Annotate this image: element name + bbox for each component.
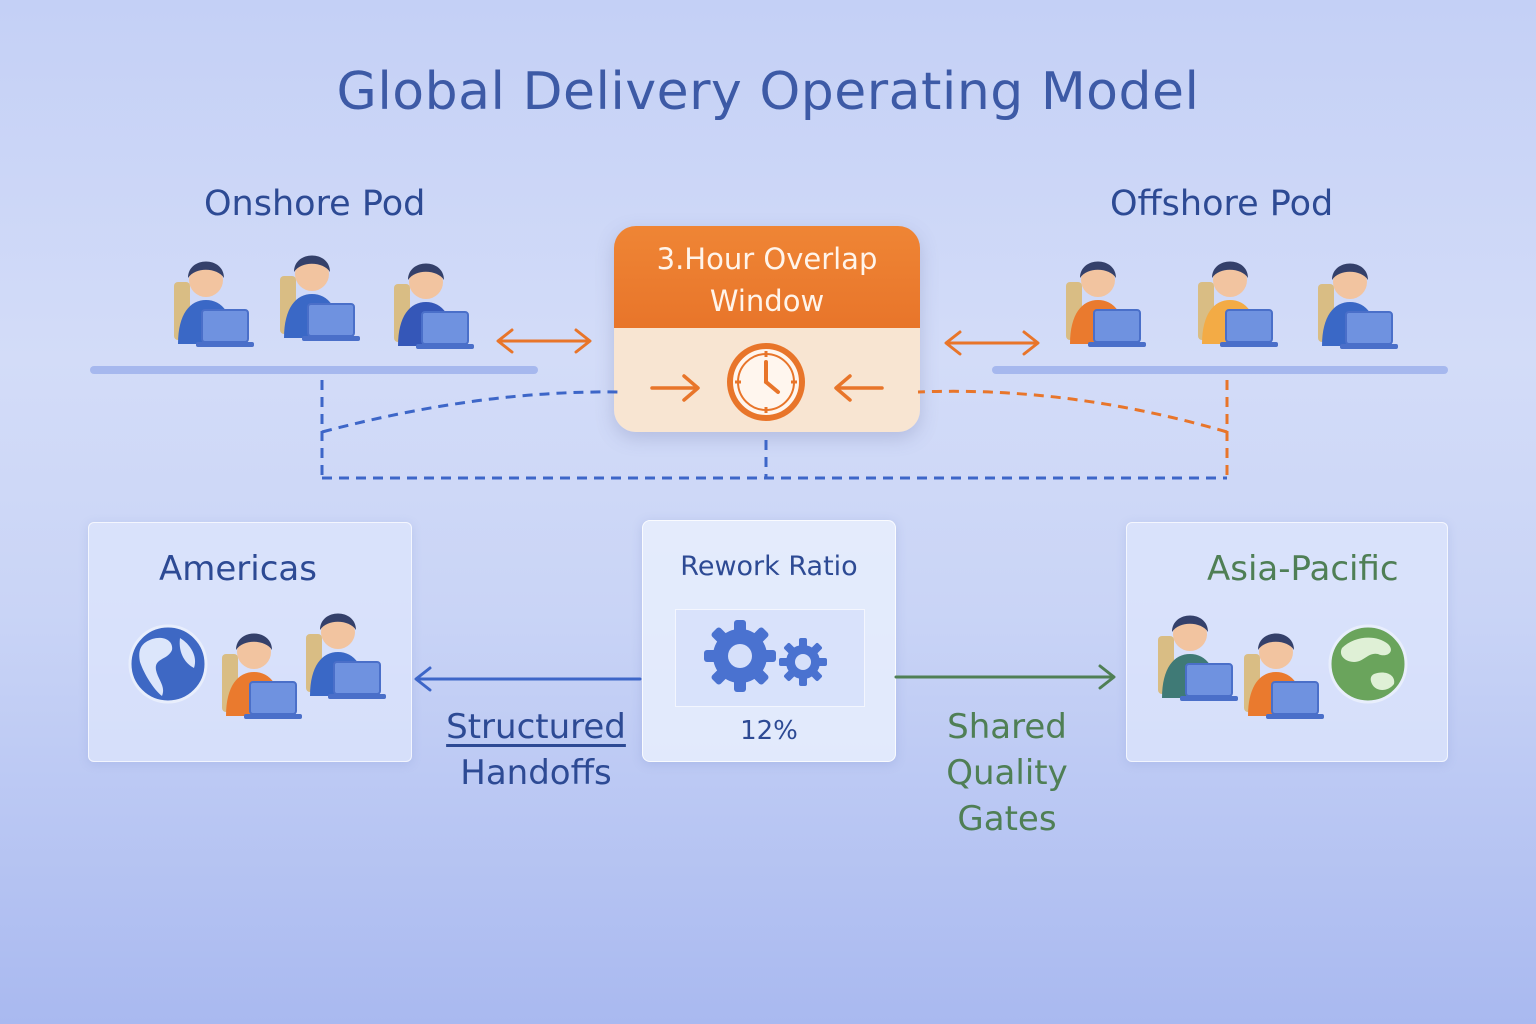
rework-ratio-card: Rework Ratio 12%: [642, 520, 896, 762]
offshore-connector: [917, 380, 1229, 478]
americas-person-1: [221, 632, 303, 720]
clock-icon: [727, 343, 805, 421]
onshore-pod-label: Onshore Pod: [204, 184, 426, 224]
rework-ratio-value: 12%: [740, 716, 798, 746]
clock-arrow-right: [834, 374, 884, 402]
rework-ratio-label: Rework Ratio: [680, 551, 858, 582]
structured-handoffs-line1: Structured: [446, 707, 626, 747]
gears-icon: [704, 620, 827, 692]
americas-person-2: [305, 612, 387, 700]
overlap-window-line2: Window: [709, 284, 825, 318]
shared-quality-gates-label: Shared Quality Gates: [912, 704, 1102, 842]
shared-quality-gates-line3: Gates: [957, 799, 1057, 839]
diagram-title: Global Delivery Operating Model: [336, 62, 1200, 122]
asia-pacific-globe-icon: [1328, 624, 1408, 704]
structured-handoffs-arrow: [414, 666, 642, 692]
apac-person-1: [1157, 614, 1239, 702]
onshore-person-1: [173, 260, 255, 348]
offshore-person-1: [1065, 260, 1147, 348]
americas-globe-icon: [128, 624, 208, 704]
onshore-person-2: [279, 254, 361, 342]
offshore-pod-label: Offshore Pod: [1110, 184, 1334, 224]
clock-arrow-left: [650, 374, 700, 402]
apac-person-2: [1243, 632, 1325, 720]
offshore-overlap-arrow: [944, 330, 1040, 356]
asia-pacific-label: Asia-Pacific: [1207, 549, 1399, 589]
overlap-window-line1: 3.Hour Overlap: [656, 242, 878, 276]
onshore-overlap-arrow: [496, 328, 592, 354]
onshore-person-3: [393, 262, 475, 350]
overlap-window-header: 3.Hour Overlap Window: [614, 226, 920, 328]
structured-handoffs-label: Structured Handoffs: [436, 704, 636, 796]
shared-quality-gates-line1: Shared: [947, 707, 1067, 747]
onshore-desk: [90, 366, 538, 374]
onshore-connector: [320, 380, 621, 478]
offshore-person-3: [1317, 262, 1399, 350]
shared-quality-gates-arrow: [894, 664, 1116, 690]
americas-label: Americas: [159, 549, 317, 589]
offshore-desk: [992, 366, 1448, 374]
structured-handoffs-line2: Handoffs: [460, 753, 612, 793]
shared-quality-gates-line2: Quality: [946, 753, 1068, 793]
offshore-person-2: [1197, 260, 1279, 348]
